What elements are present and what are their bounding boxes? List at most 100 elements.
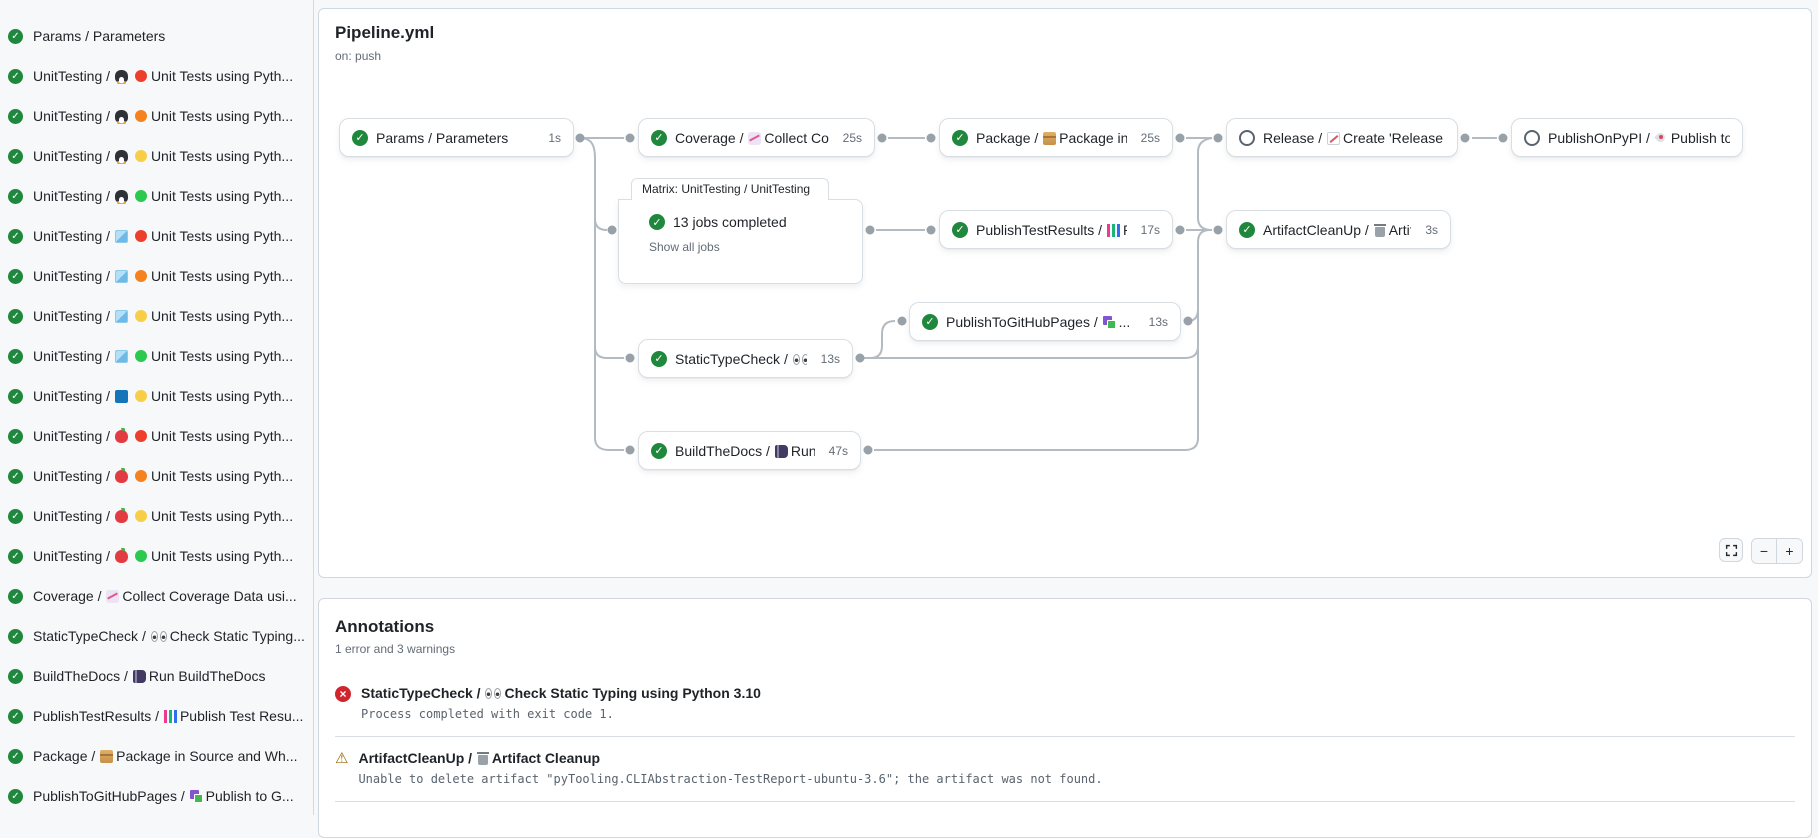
- sidebar-job-item[interactable]: ✓Coverage / Collect Coverage Data usi...: [0, 576, 313, 616]
- connector-dot: [1183, 316, 1193, 326]
- sidebar-job-name: PublishTestResults: [33, 708, 152, 724]
- rocket-icon: [1655, 132, 1668, 145]
- graph-node-publishonpypi[interactable]: PublishOnPyPI / Publish to ...: [1511, 118, 1743, 157]
- graph-node-publishtestresults[interactable]: ✓PublishTestResults / Pu...17s: [939, 210, 1173, 249]
- sidebar-job-item[interactable]: ✓PublishToGitHubPages / Publish to G...: [0, 776, 313, 815]
- frames-icon: [1102, 315, 1116, 329]
- sidebar-job-item[interactable]: ✓Package / Package in Source and Wh...: [0, 736, 313, 776]
- success-icon: ✓: [8, 268, 23, 284]
- sidebar-job-item[interactable]: ✓UnitTesting / Unit Tests using Pyth...: [0, 216, 313, 256]
- edge: [594, 346, 624, 359]
- python-version-dot: [134, 510, 147, 522]
- connector-dot: [625, 133, 635, 143]
- annotations-summary: 1 error and 3 warnings: [335, 642, 456, 656]
- python-version-dot: [134, 190, 147, 202]
- connector-dot: [625, 353, 635, 363]
- sidebar-job-item[interactable]: ✓UnitTesting / Unit Tests using Pyth...: [0, 536, 313, 576]
- sidebar-job-item[interactable]: ✓UnitTesting / Unit Tests using Pyth...: [0, 296, 313, 336]
- sidebar-job-text: Unit Tests using Pyth...: [150, 508, 294, 524]
- sidebar-job-name: UnitTesting: [33, 308, 103, 324]
- edge: [1197, 137, 1213, 231]
- sidebar-job-name: UnitTesting: [33, 348, 103, 364]
- success-icon: ✓: [352, 129, 368, 146]
- python-version-dot: [134, 310, 147, 322]
- success-icon: ✓: [8, 428, 23, 444]
- sidebar-job-text: Run BuildTheDocs: [148, 668, 266, 684]
- annotation-title: Check Static Typing using Python 3.10: [504, 685, 761, 701]
- sidebar-job-item[interactable]: ✓UnitTesting / Unit Tests using Pyth...: [0, 56, 313, 96]
- matrix-group: ✓ 13 jobs completed Show all jobs: [618, 199, 863, 284]
- sidebar-job-item[interactable]: ✓UnitTesting / Unit Tests using Pyth...: [0, 416, 313, 456]
- node-label-text: Package in So...: [1059, 129, 1126, 146]
- warning-icon: ⚠: [335, 750, 349, 767]
- python-version-dot: [134, 350, 147, 362]
- sidebar-job-name: UnitTesting: [33, 468, 103, 484]
- apple-icon: [114, 508, 128, 523]
- sidebar-job-text: Package in Source and Wh...: [116, 748, 298, 764]
- sidebar-job-name: Package: [33, 748, 88, 764]
- sidebar-job-item[interactable]: ✓PublishTestResults / Publish Test Resu.…: [0, 696, 313, 736]
- sidebar-job-text: Unit Tests using Pyth...: [150, 468, 294, 484]
- success-icon: ✓: [8, 628, 23, 644]
- sidebar-job-item[interactable]: ✓BuildTheDocs / Run BuildTheDocs: [0, 656, 313, 696]
- graph-node-buildthedocs[interactable]: ✓BuildTheDocs / Run Buil...47s: [638, 431, 861, 470]
- connector-dot: [865, 225, 875, 235]
- sidebar-job-text: Unit Tests using Pyth...: [150, 188, 294, 204]
- python-version-dot: [134, 470, 147, 482]
- success-icon: ✓: [8, 188, 23, 204]
- sidebar-job-text: Unit Tests using Pyth...: [150, 228, 294, 244]
- success-icon: ✓: [8, 708, 23, 724]
- cube-icon: [114, 350, 128, 363]
- sidebar-job-item[interactable]: ✓UnitTesting / Unit Tests using Pyth...: [0, 376, 313, 416]
- bars-icon: [163, 710, 177, 723]
- connector-dot: [1498, 133, 1508, 143]
- graph-node-statictypecheck[interactable]: ✓StaticTypeCheck / Chec...13s: [638, 339, 853, 378]
- sidebar-job-name: Params: [33, 28, 82, 44]
- matrix-group-tab: Matrix: UnitTesting / UnitTesting: [631, 178, 829, 200]
- graph-node-publishtogithubpages[interactable]: ✓PublishToGitHubPages / ...13s: [909, 302, 1181, 341]
- node-job-name: StaticTypeCheck: [675, 350, 781, 367]
- success-icon: ✓: [8, 348, 23, 364]
- sidebar-job-item[interactable]: ✓UnitTesting / Unit Tests using Pyth...: [0, 256, 313, 296]
- success-icon: ✓: [8, 28, 23, 44]
- sidebar-job-text: Unit Tests using Pyth...: [150, 108, 294, 124]
- success-icon: ✓: [8, 668, 23, 684]
- sidebar-job-item[interactable]: ✓UnitTesting / Unit Tests using Pyth...: [0, 496, 313, 536]
- success-icon: ✓: [8, 548, 23, 564]
- linux-icon: [114, 150, 128, 164]
- sidebar-job-item[interactable]: ✓UnitTesting / Unit Tests using Pyth...: [0, 336, 313, 376]
- zoom-out-button[interactable]: −: [1752, 539, 1777, 563]
- sidebar-job-name: UnitTesting: [33, 508, 103, 524]
- graph-node-coverage[interactable]: ✓Coverage / Collect Cove...25s: [638, 118, 875, 157]
- node-duration: 3s: [1425, 222, 1438, 237]
- sidebar-job-item[interactable]: ✓Params / Parameters: [0, 16, 313, 56]
- annotations-card: Annotations 1 error and 3 warnings ×Stat…: [318, 598, 1812, 838]
- python-version-dot: [134, 150, 147, 162]
- success-icon: ✓: [651, 129, 667, 146]
- success-icon: ✓: [8, 388, 23, 404]
- python-version-dot: [134, 270, 147, 282]
- sidebar-job-item[interactable]: ✓UnitTesting / Unit Tests using Pyth...: [0, 456, 313, 496]
- node-duration: 13s: [820, 351, 840, 366]
- graph-node-package[interactable]: ✓Package / Package in So...25s: [939, 118, 1173, 157]
- success-icon: ✓: [952, 221, 968, 238]
- fullscreen-button[interactable]: [1719, 538, 1743, 562]
- zoom-in-button[interactable]: +: [1777, 539, 1802, 563]
- graph-node-artifactcleanup[interactable]: ✓ArtifactCleanUp / Artifac...3s: [1226, 210, 1451, 249]
- sidebar-job-item[interactable]: ✓UnitTesting / Unit Tests using Pyth...: [0, 96, 313, 136]
- sidebar-job-text: Unit Tests using Pyth...: [150, 348, 294, 364]
- sidebar-job-name: UnitTesting: [33, 108, 103, 124]
- sidebar-job-item[interactable]: ✓UnitTesting / Unit Tests using Pyth...: [0, 176, 313, 216]
- chart-icon: [106, 590, 120, 603]
- sidebar-job-item[interactable]: ✓UnitTesting / Unit Tests using Pyth...: [0, 136, 313, 176]
- success-icon: ✓: [8, 588, 23, 604]
- sidebar-job-text: Unit Tests using Pyth...: [150, 268, 294, 284]
- annotation-item: ×StaticTypeCheck / Check Static Typing u…: [335, 672, 1795, 737]
- apple-icon: [114, 428, 128, 443]
- eyes-icon: [792, 353, 807, 366]
- sidebar-job-text: Unit Tests using Pyth...: [150, 148, 294, 164]
- graph-node-release[interactable]: Release / Create 'Release P...: [1226, 118, 1458, 157]
- sidebar-job-item[interactable]: ✓StaticTypeCheck / Check Static Typing..…: [0, 616, 313, 656]
- show-all-jobs-link[interactable]: Show all jobs: [649, 240, 720, 254]
